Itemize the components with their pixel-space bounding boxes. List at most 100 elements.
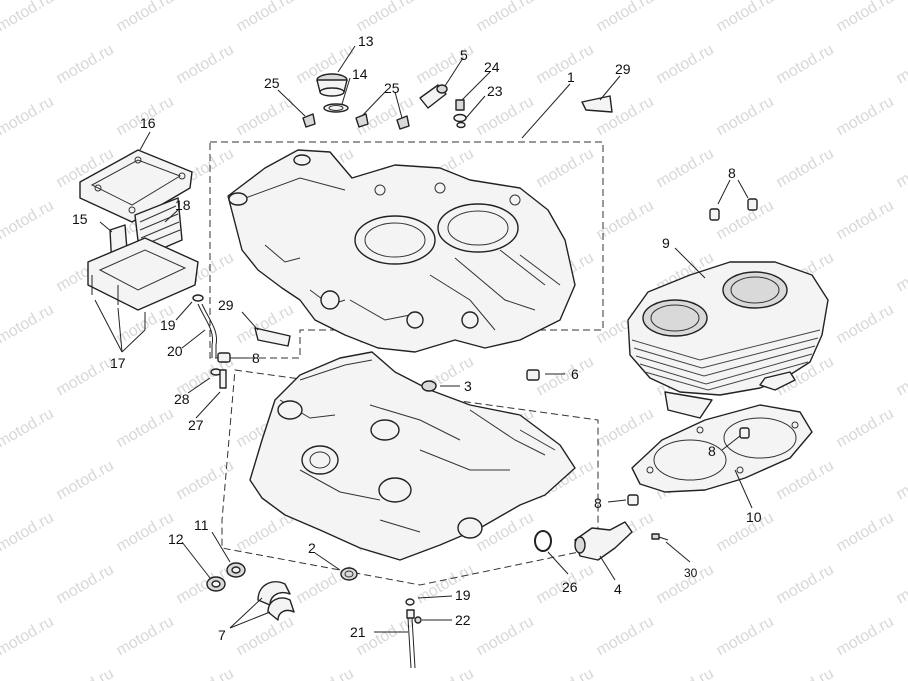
watermark-text: motod.ru: [714, 0, 777, 35]
callout-20: 20: [167, 343, 183, 359]
callout-8-gasket: 8: [708, 443, 716, 459]
oil-pipe-assembly: [192, 294, 231, 389]
lower-crankcase-dashed-outline: [221, 369, 599, 586]
watermark-text: motod.ru: [234, 613, 297, 659]
callout-30: 30: [684, 566, 698, 580]
callout-12: 12: [168, 531, 184, 547]
watermark-text: motod.ru: [774, 145, 837, 191]
callout-3: 3: [464, 378, 472, 394]
callout-7: 7: [218, 627, 226, 643]
upper-crankcase-dashed-outline: [209, 141, 604, 359]
watermark-text: motod.ru: [174, 665, 237, 681]
callout-29-top: 29: [615, 61, 631, 77]
callout-19-top: 19: [160, 317, 176, 333]
watermark-text: motod.ru: [474, 0, 537, 35]
watermark-text: motod.ru: [594, 613, 657, 659]
watermark-text: motod.ru: [234, 0, 297, 35]
watermark-text: motod.ru: [534, 145, 597, 191]
callout-14: 14: [352, 66, 368, 82]
level-tube: [405, 598, 422, 669]
bolt-30: [651, 533, 669, 541]
watermark-text: motod.ru: [654, 665, 717, 681]
watermark-text: motod.ru: [234, 93, 297, 139]
watermark-text: motod.ru: [114, 0, 177, 35]
oil-cap-seal: [323, 103, 349, 113]
watermark-text: motod.ru: [714, 197, 777, 243]
leader-lines: [94, 45, 753, 633]
callout-8-pipe: 8: [252, 350, 260, 366]
callout-21: 21: [350, 624, 366, 640]
dowel-pin: [419, 84, 448, 109]
callout-22: 22: [455, 612, 471, 628]
cylinder-base-gasket: [631, 404, 813, 493]
callout-28: 28: [174, 391, 190, 407]
watermark-text: motod.ru: [654, 145, 717, 191]
watermark-text: motod.ru: [774, 665, 837, 681]
watermark-text: motod.ru: [114, 405, 177, 451]
watermark-text: motod.ru: [774, 457, 837, 503]
watermark-text: motod.ru: [894, 249, 908, 295]
watermark-text: motod.ru: [0, 613, 57, 659]
dowel-pin-lower: [627, 494, 639, 506]
dowel-pin-6: [526, 369, 540, 381]
watermark-text: motod.ru: [834, 93, 897, 139]
callout-6: 6: [571, 366, 579, 382]
watermark-text: motod.ru: [534, 665, 597, 681]
callout-25-left: 25: [264, 75, 280, 91]
callout-labels: 1 2 3 4 5 6 7 8 8 8 8 9 10 11 12 13 14 1…: [72, 33, 762, 643]
o-ring: [534, 530, 552, 552]
callout-27: 27: [188, 417, 204, 433]
oil-filler-cap: [316, 73, 348, 97]
watermark-text: motod.ru: [594, 405, 657, 451]
callout-17: 17: [110, 355, 126, 371]
watermark-text: motod.ru: [0, 301, 57, 347]
callout-24: 24: [484, 59, 500, 75]
watermark-text: motod.ru: [54, 561, 117, 607]
watermark-text: motod.ru: [774, 41, 837, 87]
watermark-text: motod.ru: [894, 561, 908, 607]
watermark-text: motod.ru: [894, 145, 908, 191]
watermark-text: motod.ru: [354, 0, 417, 35]
watermark-text: motod.ru: [714, 613, 777, 659]
trim-plate-left: [254, 327, 291, 347]
blanking-plugs: [302, 113, 410, 130]
watermark-text: motod.ru: [0, 0, 57, 35]
watermark-text: motod.ru: [894, 41, 908, 87]
watermark-text: motod.ru: [0, 405, 57, 451]
breather-assembly: [79, 149, 199, 330]
watermark-text: motod.ru: [834, 405, 897, 451]
watermark-text: motod.ru: [654, 41, 717, 87]
dowel-pins-top: [709, 198, 758, 221]
crank-seals: [206, 562, 246, 592]
watermark-text: motod.ru: [474, 613, 537, 659]
callout-16: 16: [140, 115, 156, 131]
callout-2: 2: [308, 540, 316, 556]
trim-plate-top: [581, 95, 613, 113]
watermark-text: motod.ru: [0, 93, 57, 139]
callout-26: 26: [562, 579, 578, 595]
watermark-text: motod.ru: [594, 0, 657, 35]
watermark-text: motod.ru: [534, 41, 597, 87]
watermark-text: motod.ru: [834, 509, 897, 555]
watermark-text: motod.ru: [54, 353, 117, 399]
dowel-pin-gasket: [739, 427, 750, 439]
callout-8-top: 8: [728, 165, 736, 181]
watermark-text: motod.ru: [0, 509, 57, 555]
watermark-text: motod.ru: [894, 353, 908, 399]
watermark-text: motod.ru: [0, 197, 57, 243]
callout-23: 23: [487, 83, 503, 99]
watermark-text: motod.ru: [894, 665, 908, 681]
watermark-text: motod.ru: [714, 93, 777, 139]
watermark-text: motod.ru: [534, 353, 597, 399]
watermark-text: motod.ru: [894, 457, 908, 503]
watermark-text: motod.ru: [834, 301, 897, 347]
callout-1: 1: [567, 69, 575, 85]
cylinder-block: [627, 261, 829, 419]
callout-11: 11: [194, 517, 209, 533]
bearing-shells: [257, 581, 295, 621]
upper-crankcase: [227, 149, 576, 353]
watermark-text: motod.ru: [414, 665, 477, 681]
callout-13: 13: [358, 33, 374, 49]
coolant-outlet: [574, 521, 633, 561]
